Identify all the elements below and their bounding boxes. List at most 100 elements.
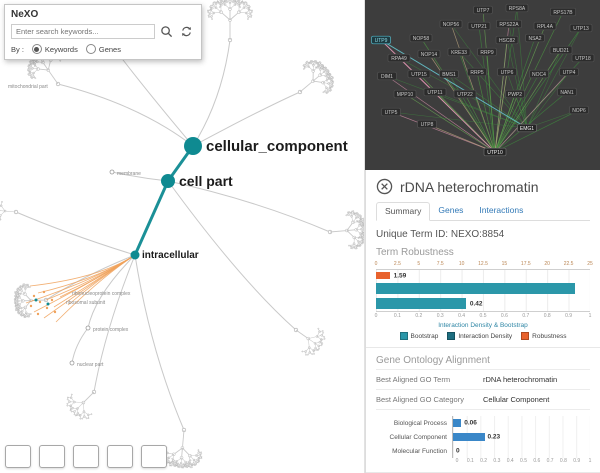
zoom-in-button[interactable] (5, 445, 31, 468)
radio-keywords-control[interactable] (31, 44, 42, 54)
radio-genes[interactable]: Genes (85, 44, 121, 54)
network-node-label: RPS22A (499, 22, 519, 28)
network-node-UTP15[interactable] (407, 69, 431, 79)
fit-to-screen-button[interactable] (73, 445, 99, 468)
network-node-label: BUD21 (553, 48, 569, 54)
network-node-DIM1[interactable] (377, 71, 397, 81)
reset-button[interactable] (178, 23, 195, 40)
network-node-NAN1[interactable] (557, 87, 577, 97)
unique-term-id: Unique Term ID: NEXO:8854 (376, 229, 505, 240)
tree-minor-label: protein complex (93, 327, 129, 333)
network-node-NOP58[interactable] (409, 33, 433, 43)
search-by-label: By : (11, 44, 24, 54)
radio-keywords[interactable]: Keywords (31, 44, 78, 54)
network-node-UTP5[interactable] (381, 107, 401, 117)
tab-interactions[interactable]: Interactions (479, 205, 524, 215)
network-node-UTP22[interactable] (453, 89, 477, 99)
network-node-MPP10[interactable] (393, 89, 417, 99)
zoom-out-button[interactable] (39, 445, 65, 468)
radio-genes-label: Genes (98, 44, 121, 54)
network-node-RPA49[interactable] (387, 53, 411, 63)
network-node-label: KRE33 (451, 50, 467, 56)
refresh-icon (182, 26, 191, 37)
tree-node-intracellular[interactable] (130, 250, 140, 260)
network-node-label: UTP6 (501, 70, 514, 76)
section-go-alignment: Gene Ontology Alignment (376, 355, 490, 366)
network-node-label: DIM1 (381, 74, 393, 80)
close-icon (376, 178, 393, 195)
network-node-NOP14[interactable] (417, 49, 441, 59)
network-node-NSA2[interactable] (525, 33, 545, 43)
expand-all-button[interactable] (107, 445, 133, 468)
details-tabs: Summary Genes Interactions (376, 202, 590, 221)
search-panel: NeXO By : Keywords Genes (4, 4, 202, 60)
go-category-value: Cellular Component (483, 395, 550, 404)
term-title: rDNA heterochromatin (400, 178, 539, 195)
tree-minor-label: membrane (117, 171, 141, 177)
network-node-label: UTP18 (575, 56, 591, 62)
network-node-NOP56[interactable] (439, 19, 463, 29)
network-node-UTP21[interactable] (467, 21, 491, 31)
network-node-label: UTP5 (385, 110, 398, 116)
tree-node-cell-part[interactable] (161, 174, 175, 188)
network-node-RPS17B[interactable] (550, 7, 576, 17)
network-node-NOC4[interactable] (529, 69, 549, 79)
network-node-UTP9[interactable] (371, 35, 391, 45)
radio-genes-control[interactable] (85, 44, 96, 54)
network-node-label: RPA49 (391, 56, 407, 62)
network-node-label: RRP9 (480, 50, 494, 56)
network-node-RRP9[interactable] (477, 47, 497, 57)
table-row: Best Aligned GO Term rDNA heterochromati… (376, 369, 590, 390)
network-node-NOP6[interactable] (569, 105, 589, 115)
network-node-label: BMS1 (442, 72, 456, 78)
table-row: Best Aligned GO Category Cellular Compon… (376, 390, 590, 410)
search-input[interactable] (11, 24, 155, 39)
network-node-label: NOP58 (413, 36, 430, 42)
network-node-KRE33[interactable] (447, 47, 471, 57)
tab-summary[interactable]: Summary (376, 202, 431, 221)
network-node-RPL4A[interactable] (533, 21, 557, 31)
network-node-BMS1[interactable] (439, 69, 459, 79)
network-node-UTP13[interactable] (569, 23, 593, 33)
search-button[interactable] (158, 23, 175, 40)
network-node-EMG1[interactable] (517, 123, 537, 133)
network-node-PWP2[interactable] (505, 89, 525, 99)
tree-node-cellular_component[interactable] (184, 137, 202, 155)
network-node-UTP18[interactable] (571, 53, 595, 63)
tree-node-label: cellular_component (206, 138, 348, 155)
section-term-robustness: Term Robustness (376, 247, 454, 258)
layers-icon (146, 449, 162, 465)
network-node-BUD21[interactable] (549, 45, 573, 55)
network-node-UTP4[interactable] (559, 67, 579, 77)
network-node-label: UTP8 (421, 122, 434, 128)
network-node-UTP7[interactable] (473, 5, 493, 15)
tab-genes[interactable]: Genes (438, 205, 464, 215)
tree-minor-label: mitochondrial part (8, 84, 48, 90)
layers-button[interactable] (141, 445, 167, 468)
network-node-RPS8A[interactable] (505, 3, 529, 13)
network-node-label: UTP10 (487, 150, 503, 156)
network-node-UTP11[interactable] (423, 87, 447, 97)
network-node-HSC82[interactable] (495, 35, 519, 45)
network-node-UTP10[interactable] (483, 147, 507, 157)
close-button[interactable] (376, 178, 393, 195)
network-node-label: NOP56 (443, 22, 460, 28)
network-node-RPS22A[interactable] (496, 19, 522, 29)
zoom-out-icon (44, 449, 60, 465)
divider (366, 347, 600, 348)
network-node-UTP8[interactable] (417, 119, 437, 129)
network-node-UTP6[interactable] (497, 67, 517, 77)
network-node-label: RPL4A (537, 24, 554, 30)
network-node-label: UTP7 (477, 8, 490, 14)
network-node-RRP5[interactable] (467, 67, 487, 77)
